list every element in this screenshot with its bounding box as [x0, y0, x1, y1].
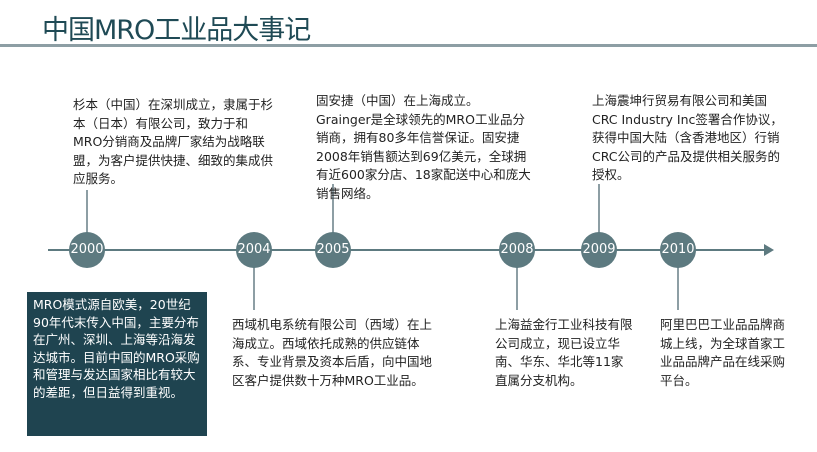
- connector-2009: [598, 184, 600, 234]
- background-note-box: MRO模式源自欧美，20世纪90年代末传入中国，主要分布在广州、深圳、上海等沿海…: [27, 292, 207, 436]
- year-marker-2005: 2005: [315, 232, 351, 268]
- title-divider: [0, 44, 817, 47]
- connector-2004: [253, 266, 255, 310]
- connector-2008: [516, 266, 518, 310]
- connector-2000: [86, 190, 88, 234]
- event-text-2009: 上海震坤行贸易有限公司和美国CRC Industry Inc签署合作协议，获得中…: [592, 93, 783, 182]
- year-marker-2010: 2010: [660, 232, 696, 268]
- connector-2010: [677, 266, 679, 310]
- year-marker-2009: 2009: [581, 232, 617, 268]
- timeline-arrow-icon: [764, 244, 774, 256]
- year-marker-2004: 2004: [236, 232, 272, 268]
- background-note-text: MRO模式源自欧美，20世纪90年代末传入中国，主要分布在广州、深圳、上海等沿海…: [33, 297, 200, 400]
- event-text-2000: 杉本（中国）在深圳成立，隶属于杉本（日本）有限公司，致力于和MRO分销商及品牌厂…: [73, 97, 274, 186]
- event-text-2004: 西域机电系统有限公司（西域）在上海成立。西域依托成熟的供应链体系、专业背景及资本…: [232, 317, 433, 388]
- event-text-2010: 阿里巴巴工业品品牌商城上线，为全球首家工业品品牌产品在线采购平台。: [660, 317, 786, 388]
- event-text-2005: 固安捷（中国）在上海成立。Grainger是全球领先的MRO工业品分销商，拥有8…: [316, 93, 531, 201]
- connector-2005: [332, 184, 334, 234]
- timeline-axis: [48, 249, 770, 251]
- year-marker-2000: 2000: [69, 232, 105, 268]
- event-text-2008: 上海益金行工业科技有限公司成立，现已设立华南、华东、华北等11家直属分支机构。: [495, 317, 633, 388]
- page-title: 中国MRO工业品大事记: [42, 15, 311, 46]
- year-marker-2008: 2008: [499, 232, 535, 268]
